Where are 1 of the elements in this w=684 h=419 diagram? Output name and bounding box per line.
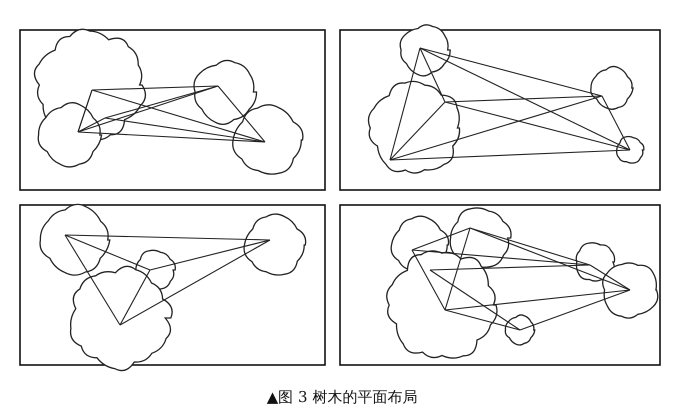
figure-caption: ▲图 3 树木的平面布局 — [266, 388, 418, 406]
